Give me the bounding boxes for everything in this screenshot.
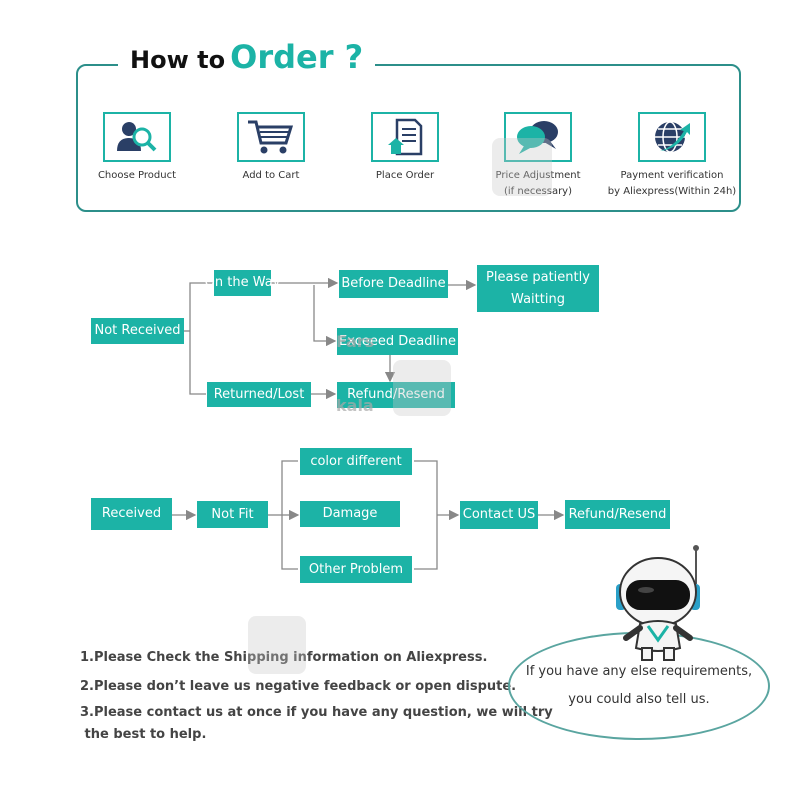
step-place-order: Place Order [340,112,470,184]
box-other-problem: Other Problem [300,556,412,583]
note-2: 2.Please don’t leave us negative feedbac… [80,679,517,694]
step-label: Choose Product [97,170,177,181]
box-on-the-way: On the Way [205,270,280,296]
cart-icon [237,112,305,162]
title-order: Order ? [230,38,364,76]
watermark-logo [393,360,451,416]
please-patiently-line2: Waitting [511,291,565,307]
box-not-received: Not Received [91,318,184,344]
note-1: 1.Please Check the Shipping information … [80,650,488,665]
globe-arrow-icon [638,112,706,162]
step-label: Payment verification [620,170,724,181]
box-contact-us: Contact US [460,501,538,529]
box-exceed-deadline: Exceeed Deadline [337,328,458,355]
box-not-fit: Not Fit [197,501,268,528]
box-returned-lost: Returned/Lost [207,382,311,407]
panel-title: How to Order ? [118,38,376,76]
box-refund-resend-1: Refund/Resend [337,382,455,408]
search-user-icon [103,112,171,162]
step-label: Price Adjustment [495,170,581,181]
watermark-text-2: kala [336,396,374,415]
note-4: the best to help. [80,727,207,742]
box-please-patiently: Please patiently Waitting [477,265,599,312]
bubble-line-2: you could also tell us. [568,692,710,707]
title-how-to: How to [130,46,226,74]
bubble-line-1: If you have any else requirements, [525,664,753,679]
chat-bubbles-icon [504,112,572,162]
please-patiently-line1: Please patiently [486,269,590,285]
watermark-logo [492,138,552,196]
step-label-2: by Aliexpress(Within 24h) [607,186,737,197]
order-document-icon [371,112,439,162]
step-add-to-cart: Add to Cart [206,112,336,184]
step-payment-verification: Payment verification by Aliexpress(Withi… [607,112,737,200]
how-to-order-panel [76,64,741,212]
step-label: Add to Cart [242,170,300,181]
box-refund-resend-2: Refund/Resend [565,500,670,529]
box-received: Received [91,498,172,530]
step-label-2: (if necessary) [504,186,572,197]
step-choose-product: Choose Product [72,112,202,184]
box-damage: Damage [300,501,400,527]
note-3: 3.Please contact us at once if you have … [80,705,553,720]
watermark-text-1: Fars [336,332,375,351]
watermark-logo [248,616,306,674]
robot-mascot-icon [616,545,700,661]
box-before-deadline: Before Deadline [339,270,448,298]
box-color-different: color different [300,448,412,475]
step-label: Place Order [375,170,435,181]
step-price-adjustment: Price Adjustment (if necessary) [473,112,603,200]
